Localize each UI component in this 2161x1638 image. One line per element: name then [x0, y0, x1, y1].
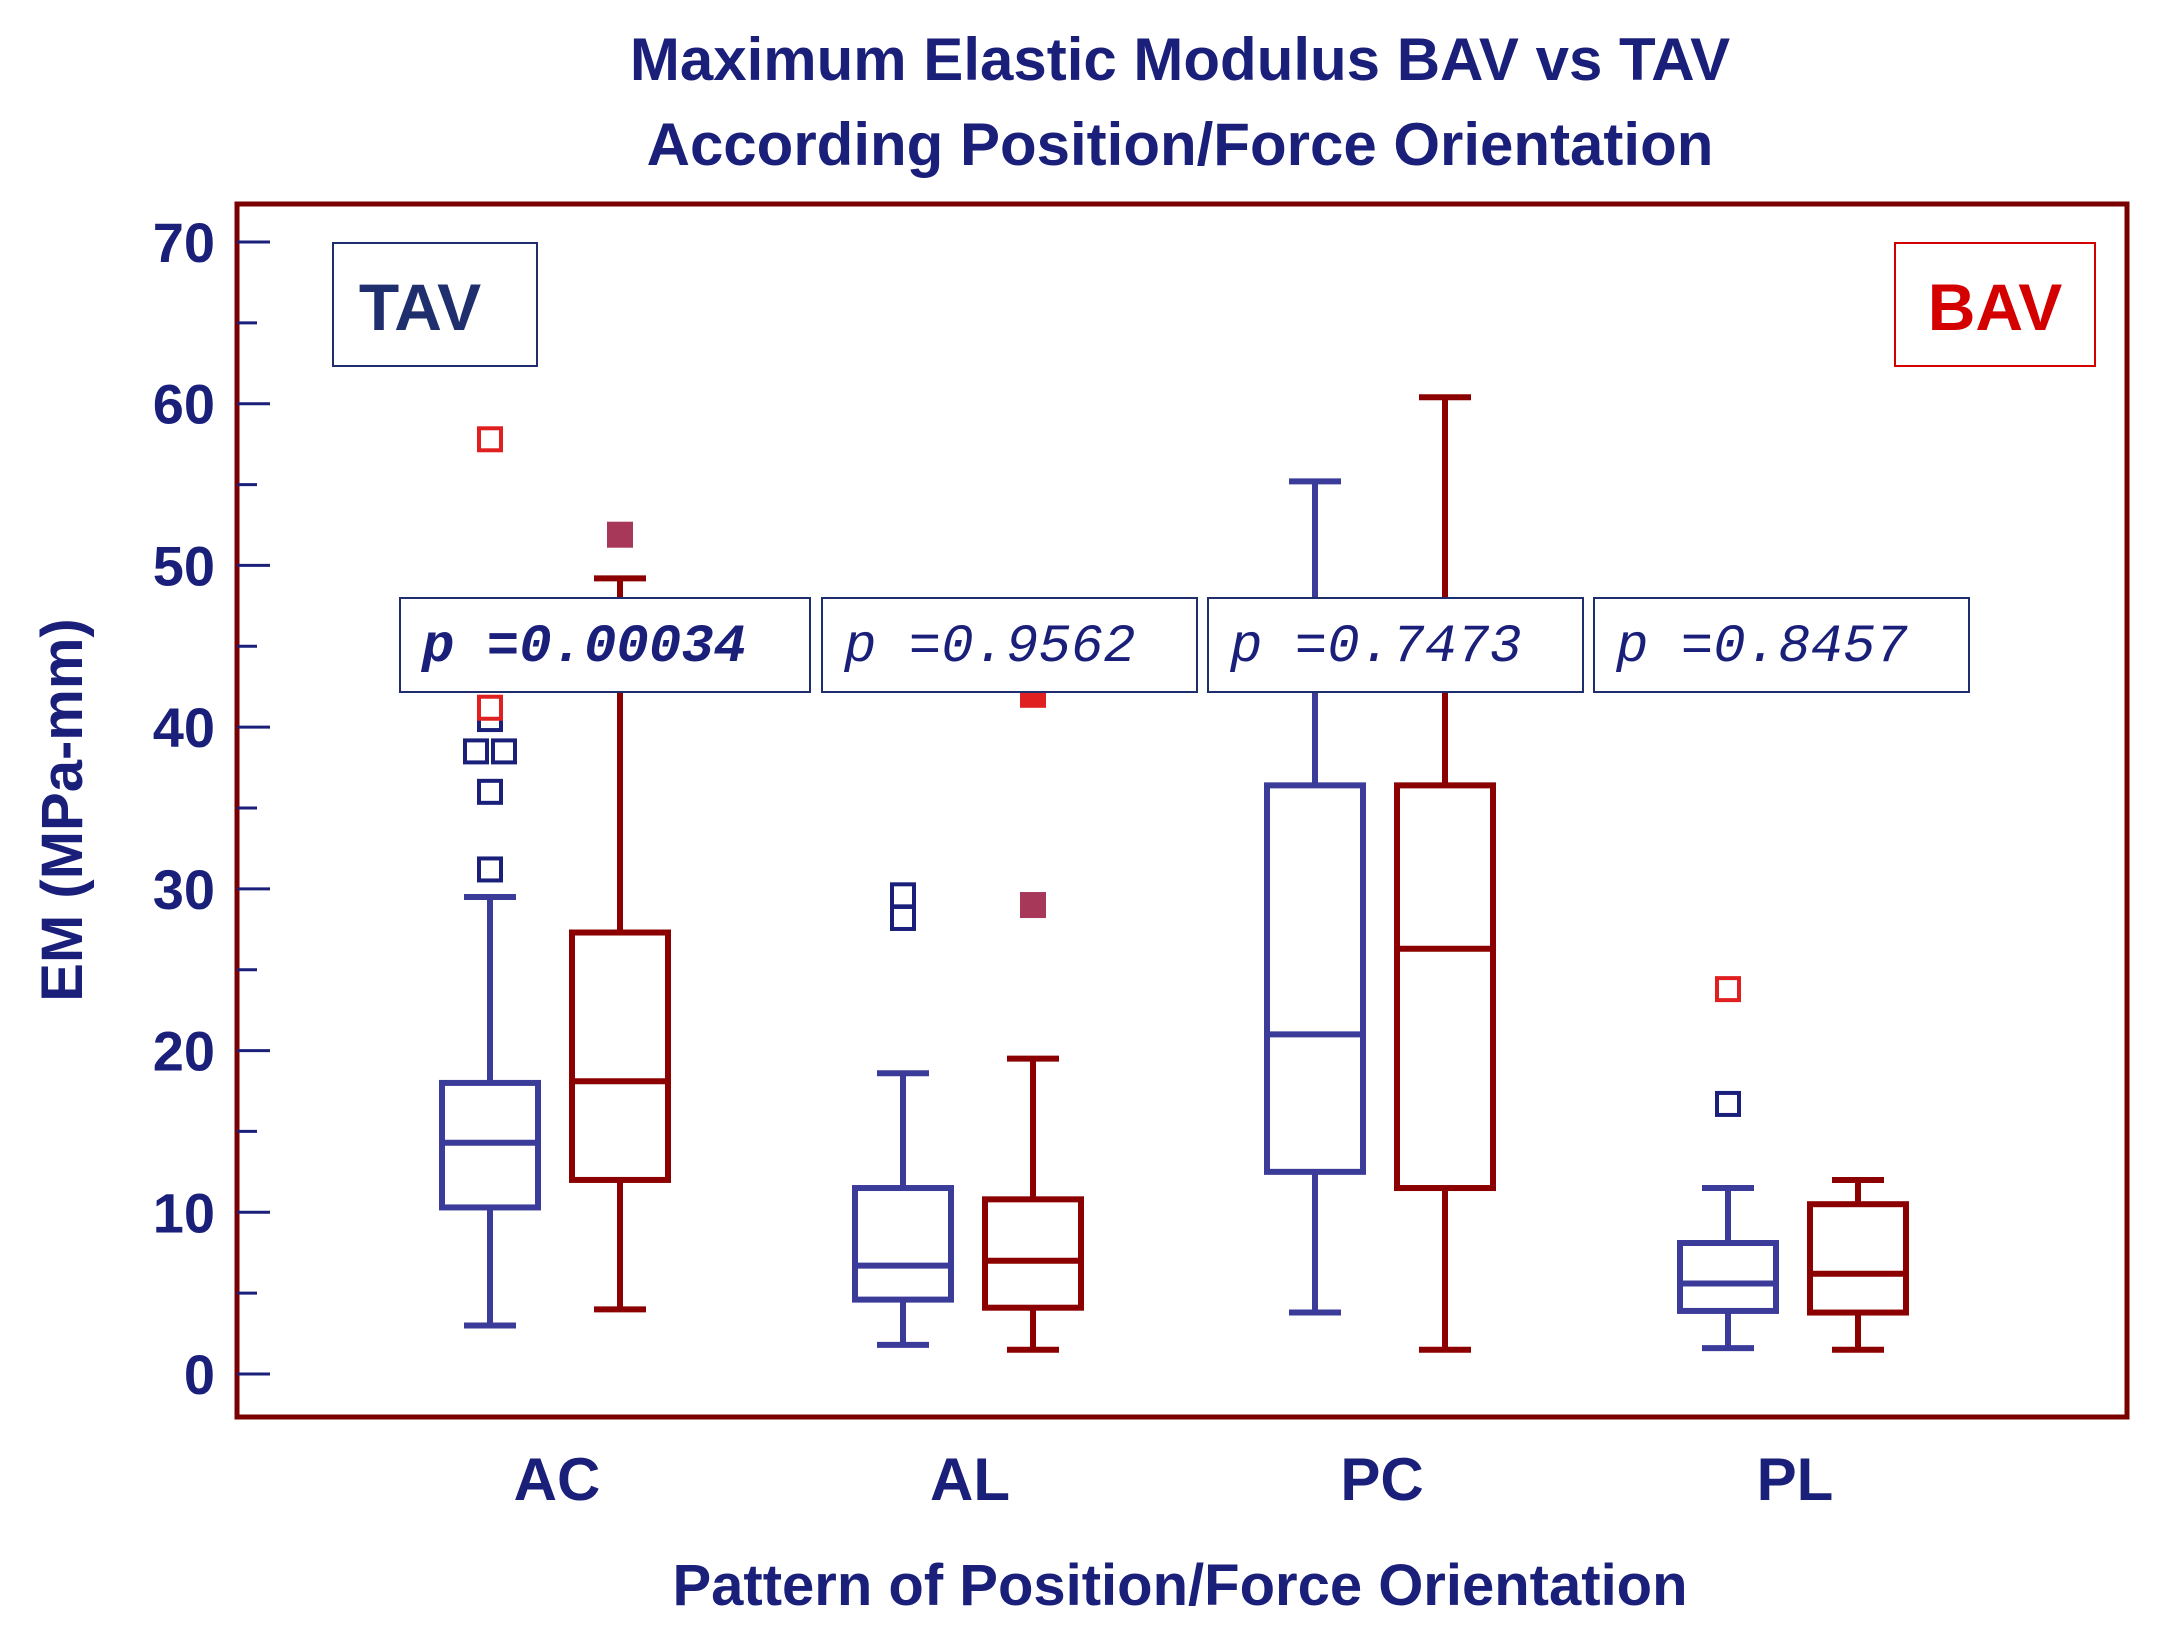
box-series	[439, 394, 1909, 1353]
outlier-marker	[463, 738, 489, 765]
x-axis-title: Pattern of Position/Force Orientation	[672, 1553, 1687, 1618]
p-value-box: p =0.7473	[1207, 597, 1584, 693]
y-tick-label: 30	[153, 858, 215, 921]
outlier-marker	[607, 521, 633, 548]
outlier-marker	[477, 426, 503, 453]
x-tick-label: AL	[930, 1446, 1010, 1513]
outlier-marker	[477, 694, 503, 721]
chart-title-line-1: Maximum Elastic Modulus BAV vs TAV	[630, 26, 1730, 93]
outlier-marker	[890, 904, 916, 931]
x-tick-label: AC	[514, 1446, 601, 1513]
outlier-marker	[890, 882, 916, 909]
p-value-annotations: p =0.00034 p =0.9562 p =0.7473 p =0.8457	[399, 597, 1970, 693]
legend-label-tav: TAV	[359, 270, 481, 344]
outlier-marker	[477, 856, 503, 883]
y-tick-label: 60	[153, 373, 215, 436]
p-value-box: p =0.9562	[821, 597, 1198, 693]
iqr-box	[852, 1185, 954, 1303]
box-tav-pc	[1264, 478, 1366, 1316]
plot-frame	[234, 201, 2130, 1420]
chart-title-line-2: According Position/Force Orientation	[647, 111, 1714, 178]
p-value-label: p =0.00034	[420, 617, 746, 678]
y-axis: 0 10 20 30 40 50 60 70	[153, 211, 270, 1406]
box-tav-ac	[439, 893, 541, 1329]
y-tick-label: 50	[153, 534, 215, 597]
p-value-box: p =0.8457	[1593, 597, 1970, 693]
outlier-marker	[1020, 892, 1046, 919]
p-value-box: p =0.00034	[399, 597, 811, 693]
y-tick-label: 40	[153, 696, 215, 759]
iqr-box	[1807, 1201, 1909, 1316]
legend-label-bav: BAV	[1928, 270, 2062, 344]
iqr-box	[1394, 782, 1496, 1192]
box-bav-pc	[1394, 394, 1496, 1353]
y-tick-label: 20	[153, 1020, 215, 1083]
iqr-box	[982, 1196, 1084, 1311]
x-axis: AC AL PC PL	[514, 1446, 1834, 1513]
box-tav-al	[852, 1070, 954, 1348]
outlier-markers	[463, 426, 1741, 1117]
x-tick-label: PL	[1757, 1446, 1834, 1513]
y-tick-label: 0	[184, 1343, 215, 1406]
iqr-box	[1677, 1240, 1779, 1314]
outlier-marker	[491, 738, 517, 765]
y-axis-title: EM (MPa-mm)	[30, 618, 95, 1001]
p-value-label: p =0.7473	[1229, 617, 1522, 678]
box-bav-al	[982, 1055, 1084, 1353]
y-tick-label: 10	[153, 1181, 215, 1244]
p-value-label: p =0.9562	[843, 617, 1136, 678]
outlier-marker	[1715, 976, 1741, 1003]
x-tick-label: PC	[1340, 1446, 1423, 1513]
legend-tav: TAV	[332, 242, 538, 367]
box-bav-pl	[1807, 1176, 1909, 1353]
legend-bav: BAV	[1894, 242, 2096, 367]
p-value-label: p =0.8457	[1615, 617, 1908, 678]
outlier-marker	[1715, 1090, 1741, 1117]
box-tav-pl	[1677, 1185, 1779, 1352]
iqr-box	[569, 929, 671, 1183]
y-tick-label: 70	[153, 211, 215, 274]
iqr-box	[1264, 782, 1366, 1175]
outlier-marker	[477, 778, 503, 805]
